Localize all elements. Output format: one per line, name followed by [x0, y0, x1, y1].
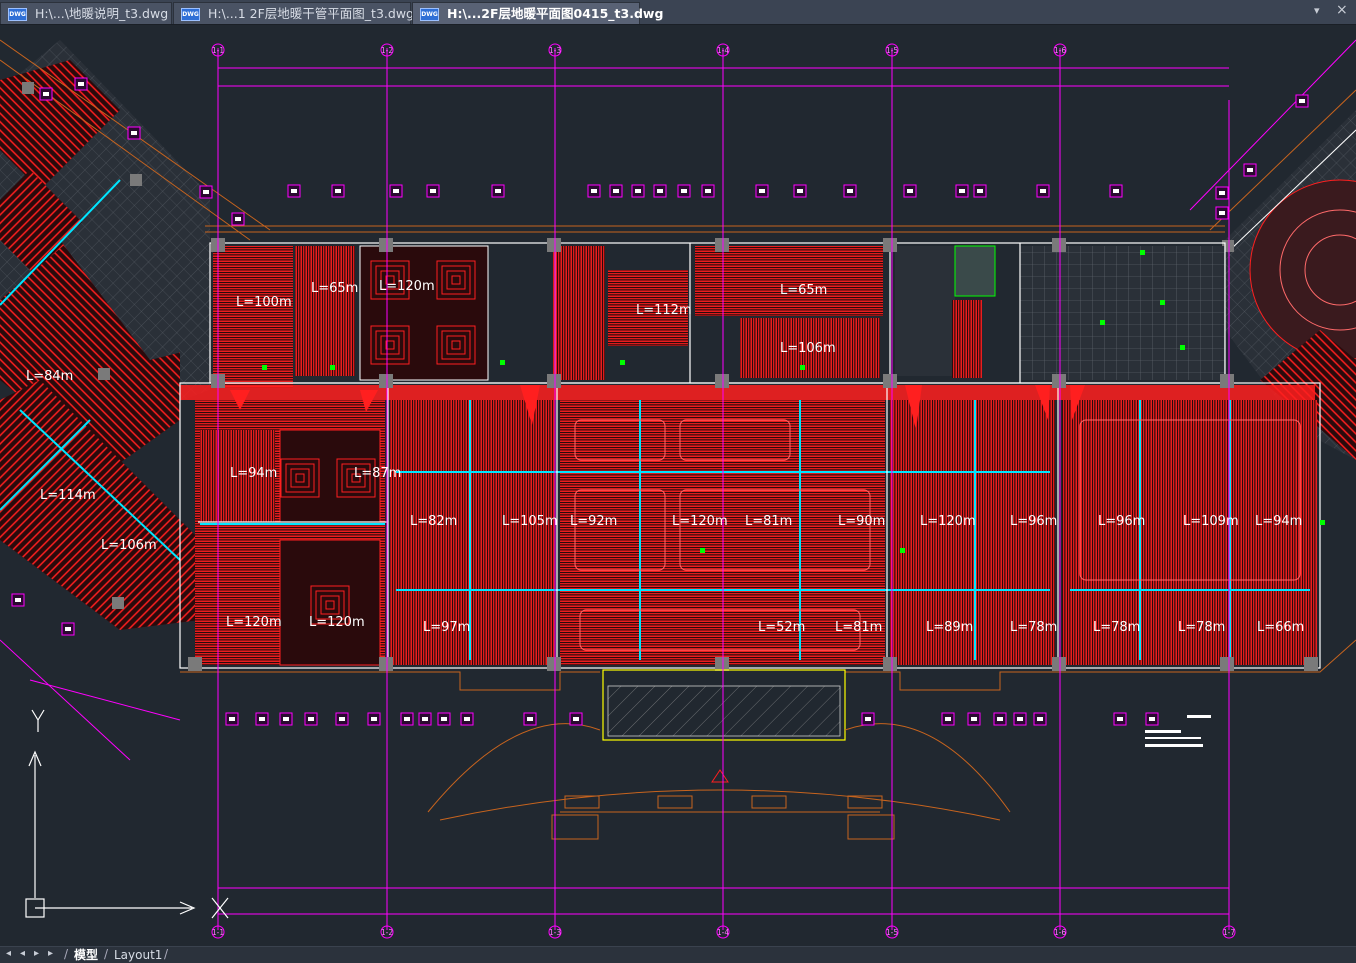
tab-menu-chevron-icon[interactable]: ▾ — [1314, 4, 1320, 17]
loop-label: L=81m — [835, 620, 882, 635]
tab-layout1[interactable]: Layout1 — [114, 948, 163, 962]
axis-label: 1-5 — [886, 46, 898, 55]
axis-label: 1-6 — [1054, 928, 1066, 937]
axis-label: 1-2 — [381, 46, 393, 55]
axis-label: 1-6 — [1054, 46, 1066, 55]
loop-label: L=90m — [838, 514, 885, 529]
tab-divider: / — [64, 947, 69, 961]
axis-label: 1-4 — [717, 46, 729, 55]
loop-label: L=94m — [230, 466, 277, 481]
loop-label: L=96m — [1098, 514, 1145, 529]
tab-doc-2[interactable]: DWG H:\...1 2F层地暖干管平面图_t3.dwg — [173, 2, 414, 24]
loop-label: L=89m — [926, 620, 973, 635]
dwg-file-icon: DWG — [8, 8, 27, 21]
loop-label: L=78m — [1010, 620, 1057, 635]
axis-bubbles — [211, 43, 1236, 939]
axis-label: 1-3 — [549, 928, 561, 937]
tab-doc-3-label: H:\...2F层地暖平面图0415_t3.dwg — [447, 6, 664, 21]
axis-label: 1-4 — [717, 928, 729, 937]
tab-doc-1[interactable]: DWG H:\...\地暖说明_t3.dwg — [0, 2, 172, 24]
loop-label: L=84m — [26, 369, 73, 384]
loop-label: L=120m — [379, 279, 435, 294]
layout-tab-bar: ◂ ◂ ▸ ▸ / 模型 / Layout1 / — [0, 946, 1356, 963]
loop-label: L=105m — [502, 514, 558, 529]
drawing-canvas[interactable]: 1-1 1-2 1-3 1-4 1-5 1-6 1-1 1-2 1-3 1-4 … — [0, 25, 1356, 946]
loop-label: L=96m — [1010, 514, 1057, 529]
loop-label: L=109m — [1183, 514, 1239, 529]
tab-divider: / — [104, 947, 109, 961]
loop-label: L=66m — [1257, 620, 1304, 635]
loop-label: L=87m — [354, 466, 401, 481]
axis-label: 1-2 — [381, 928, 393, 937]
tab-doc-3[interactable]: DWG H:\...2F层地暖平面图0415_t3.dwg — [412, 2, 663, 24]
prev-layout-icon[interactable]: ◂ — [20, 948, 26, 959]
main-hall — [180, 385, 1317, 666]
loop-label: L=78m — [1093, 620, 1140, 635]
dwg-file-icon: DWG — [181, 8, 200, 21]
loop-label: L=100m — [236, 295, 292, 310]
left-wing — [0, 39, 271, 761]
tab-doc-1-label: H:\...\地暖说明_t3.dwg — [35, 6, 169, 21]
tab-model[interactable]: 模型 — [74, 948, 99, 962]
loop-label: L=65m — [780, 283, 827, 298]
document-tab-bar: DWG H:\...\地暖说明_t3.dwg DWG H:\...1 2F层地暖… — [0, 0, 1356, 25]
loop-label: L=81m — [745, 514, 792, 529]
axis-label: 1-3 — [549, 46, 561, 55]
columns — [188, 238, 1318, 671]
loop-label: L=92m — [570, 514, 617, 529]
axis-label: 1-1 — [212, 928, 224, 937]
floor-plan-drawing: 1-1 1-2 1-3 1-4 1-5 1-6 1-1 1-2 1-3 1-4 … — [0, 39, 1356, 939]
axis-label: 1-1 — [212, 46, 224, 55]
close-icon[interactable]: × — [1336, 2, 1348, 18]
loop-label: L=114m — [40, 488, 96, 503]
loop-label: L=82m — [410, 514, 457, 529]
dwg-file-icon: DWG — [420, 8, 439, 21]
outer-outline — [180, 225, 1356, 691]
next-layout-icon[interactable]: ▸ — [34, 948, 40, 959]
loop-labels: L=100m L=65m L=120m L=65m L=106m L=84m L… — [26, 279, 1304, 635]
entrance — [427, 669, 1011, 840]
loop-label: L=120m — [920, 514, 976, 529]
loop-label: L=106m — [780, 341, 836, 356]
loop-label: L=106m — [101, 538, 157, 553]
loop-label: L=120m — [309, 615, 365, 630]
axis-labels: 1-1 1-2 1-3 1-4 1-5 1-6 1-1 1-2 1-3 1-4 … — [212, 46, 1235, 937]
loop-label: L=52m — [758, 620, 805, 635]
first-layout-icon[interactable]: ◂ — [6, 948, 12, 959]
tab-divider: / — [164, 947, 169, 961]
ucs-icon — [25, 709, 229, 919]
axis-label: 1-7 — [1223, 928, 1235, 937]
loop-label: L=97m — [423, 620, 470, 635]
legend-block — [1145, 715, 1211, 747]
loop-label: L=78m — [1178, 620, 1225, 635]
annotation-marks — [262, 250, 1325, 553]
axis-grid — [217, 48, 1230, 930]
loop-label: L=120m — [226, 615, 282, 630]
tab-doc-2-label: H:\...1 2F层地暖干管平面图_t3.dwg — [208, 6, 414, 21]
axis-label: 1-5 — [886, 928, 898, 937]
last-layout-icon[interactable]: ▸ — [48, 948, 54, 959]
loop-label: L=94m — [1255, 514, 1302, 529]
loop-label: L=112m — [636, 303, 692, 318]
loop-label: L=120m — [672, 514, 728, 529]
loop-label: L=65m — [311, 281, 358, 296]
upper-rooms — [213, 245, 1225, 388]
